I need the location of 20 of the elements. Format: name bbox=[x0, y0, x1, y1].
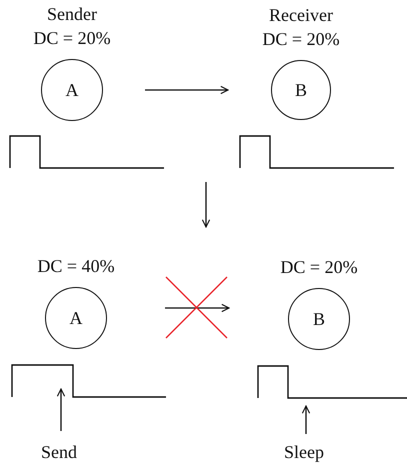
node-circle: B bbox=[288, 288, 350, 350]
node-circle: A bbox=[45, 287, 107, 349]
node-caption: DC = 40% bbox=[36, 255, 116, 277]
pulse-waveform-drawing bbox=[9, 135, 164, 169]
arrow bbox=[145, 86, 229, 94]
node-circle: A bbox=[41, 59, 103, 121]
node-caption: DC = 20% bbox=[32, 27, 112, 49]
node-caption: Receiver bbox=[268, 4, 334, 26]
arrow bbox=[56, 388, 66, 431]
pulse-waveform-drawing bbox=[11, 364, 166, 398]
arrow bbox=[165, 304, 230, 312]
node-caption: DC = 20% bbox=[261, 28, 341, 50]
node-circle: B bbox=[271, 60, 331, 120]
pulse-waveform-drawing bbox=[257, 365, 407, 399]
node-caption: Sender bbox=[46, 3, 98, 25]
arrow bbox=[302, 405, 310, 434]
node-caption: DC = 20% bbox=[279, 256, 359, 278]
signal-label: Send bbox=[41, 441, 77, 463]
signal-label: Sleep bbox=[284, 441, 324, 463]
pulse-waveform-drawing bbox=[239, 135, 394, 169]
